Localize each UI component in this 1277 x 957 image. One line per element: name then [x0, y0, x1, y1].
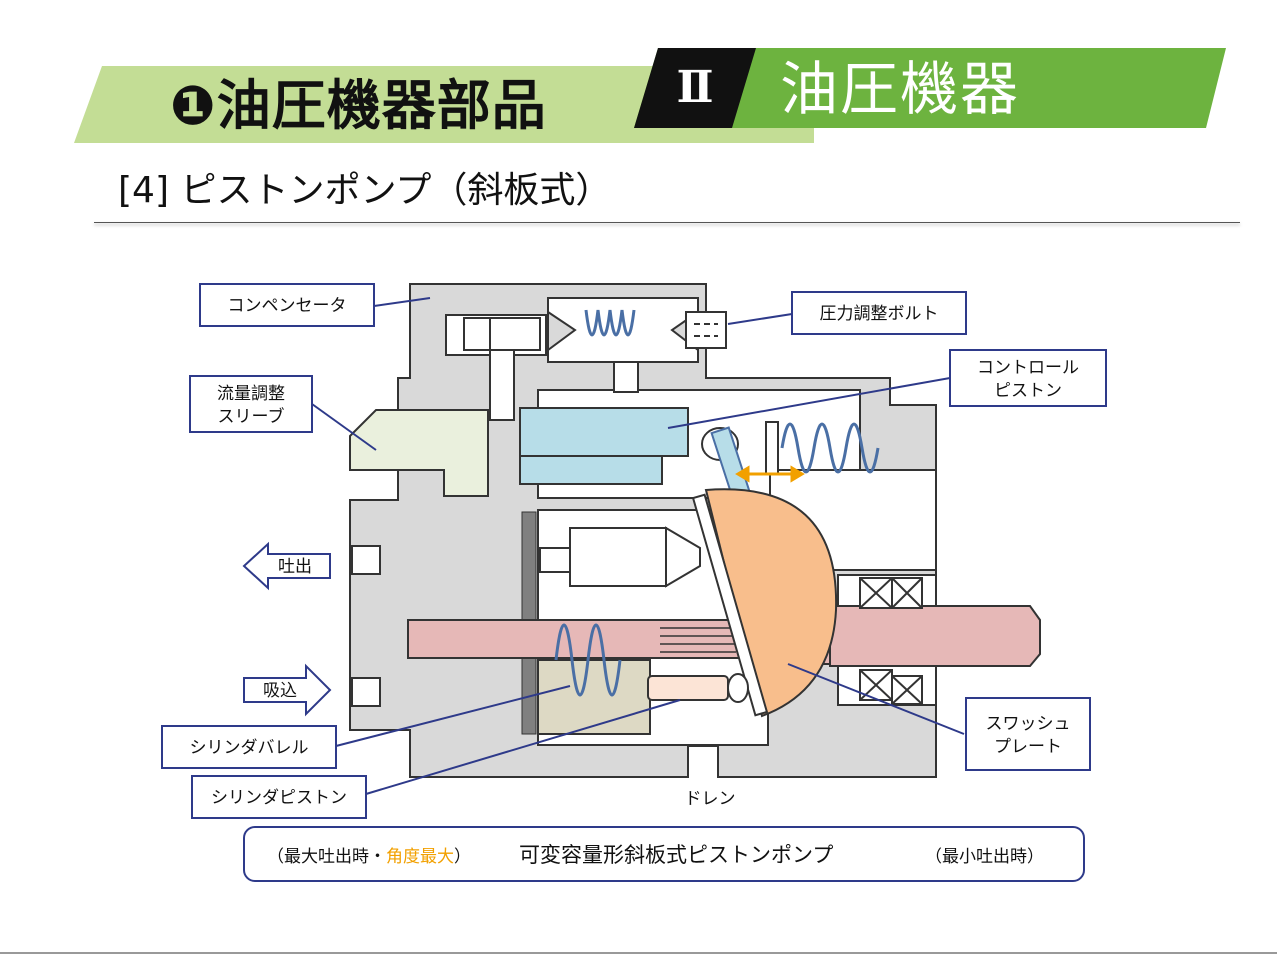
flow-sleeve-shape [349, 409, 489, 497]
control-spring-seat [765, 421, 779, 475]
suction-label: 吸込 [263, 681, 297, 701]
caption-min-discharge: （最小吐出時） [925, 846, 1044, 867]
swash-plate-shape [704, 488, 838, 718]
discharge-label: 吐出 [278, 557, 312, 577]
swash-plate-label-1: スワッシュ [986, 714, 1071, 734]
cylinder-piston-label: シリンダピストン [211, 788, 347, 808]
page-subtitle: [4] ピストンポンプ（斜板式） [118, 170, 612, 211]
suction-arrow-shape [243, 663, 332, 717]
section-number-box [634, 48, 756, 128]
flow-sleeve-label-2: スリーブ [218, 406, 285, 427]
swash-plate-edge [691, 493, 769, 717]
stroke-arrow [735, 465, 805, 483]
page-title: ❶油圧機器部品 [170, 74, 547, 137]
suction-port [351, 677, 381, 707]
control-spring [780, 422, 880, 474]
caption-title: 可変容量形斜板式ピストンポンプ [519, 843, 834, 867]
flow-sleeve-label-1: 流量調整 [217, 384, 285, 404]
pressure-bolt-label: 圧力調整ボルト [820, 304, 939, 324]
cylinder-barrel-shape [537, 659, 651, 735]
shaft-splines [660, 627, 736, 653]
title-divider [94, 222, 1240, 223]
discharge-port [351, 545, 381, 575]
swash-plate-label-2: プレート [994, 737, 1062, 757]
control-piston-shape [519, 407, 689, 485]
upper-piston [539, 526, 701, 588]
drive-shaft-main [829, 605, 1041, 667]
drain-label: ドレン [685, 789, 736, 809]
section-title: 油圧機器 [780, 55, 1021, 123]
piston-shoe [727, 673, 749, 703]
control-piston-label-1: コントロール [977, 358, 1079, 378]
diagram-caption: （最大吐出時・角度最大） 可変容量形斜板式ピストンポンプ （最小吐出時） [243, 826, 1085, 882]
compensator-label: コンペンセータ [228, 296, 347, 316]
caption-accent: 角度最大 [386, 846, 454, 867]
leader-lines [311, 297, 965, 795]
footer-divider [0, 952, 1277, 954]
section-number: Ⅱ [676, 62, 714, 113]
discharge-arrow-shape [242, 541, 331, 591]
compensator-spring [584, 309, 636, 337]
label-boxes [161, 283, 1107, 819]
compensator-spool [463, 297, 727, 363]
cylinder-piston-shape [647, 675, 729, 701]
caption-max-discharge: （最大吐出時・角度最大） [267, 846, 471, 867]
control-piston-label-2: ピストン [994, 381, 1062, 401]
barrel-spring [554, 623, 622, 697]
cylinder-barrel-label: シリンダバレル [190, 738, 309, 758]
